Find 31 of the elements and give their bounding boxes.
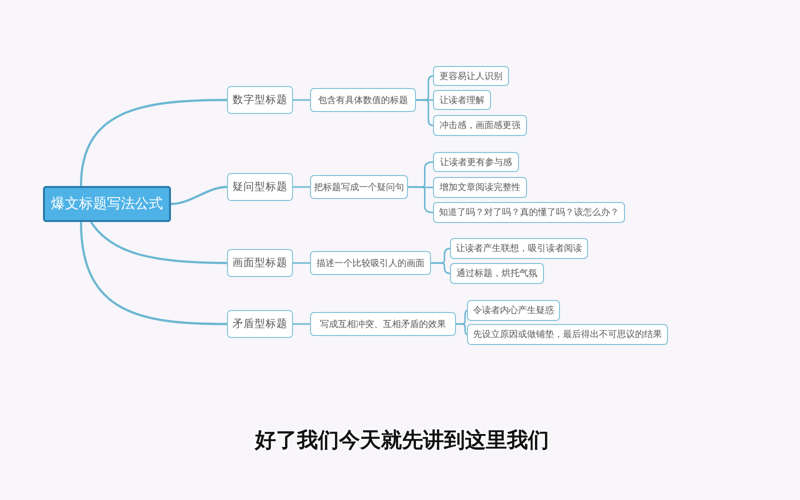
connector-line xyxy=(456,323,468,336)
connector-line xyxy=(80,98,228,186)
topic-box: 矛盾型标题 xyxy=(227,310,293,338)
central-topic-box: 爆文标题写法公式 xyxy=(43,186,171,222)
subtopic-box: 写成互相冲突、互相矛盾的效果 xyxy=(310,312,456,336)
connector-line xyxy=(416,99,434,126)
detail-box: 让读者更有参与感 xyxy=(433,152,519,172)
connector-line xyxy=(293,186,310,188)
connector-line xyxy=(90,221,228,264)
detail-box: 让读者理解 xyxy=(433,90,491,110)
subtopic-box: 包含有具体数值的标题 xyxy=(310,88,416,112)
subtitle-caption: 好了我们今天就先讲到这里我们 xyxy=(255,427,549,454)
detail-box: 冲击感，画面感更强 xyxy=(433,115,527,136)
detail-box: 增加文章阅读完整性 xyxy=(433,177,527,198)
connector-line xyxy=(293,323,310,325)
connector-line xyxy=(80,222,228,326)
detail-box: 让读者产生联想，吸引读者阅读 xyxy=(450,238,588,259)
subtopic-box: 描述一个比较吸引人的画面 xyxy=(310,251,431,275)
subtopic-box: 把标题写成一个疑问句 xyxy=(310,175,408,199)
connector-line xyxy=(293,99,310,101)
detail-box: 先设立原因或做铺垫，最后得出不可思议的结果 xyxy=(467,324,668,345)
connector-line xyxy=(170,186,228,206)
connector-line xyxy=(293,262,310,264)
detail-box: 令读者内心产生疑惑 xyxy=(467,300,560,321)
connector-line xyxy=(431,262,450,274)
topic-box: 疑问型标题 xyxy=(227,173,293,201)
detail-box: 更容易让人识别 xyxy=(433,66,509,86)
topic-box: 数字型标题 xyxy=(227,86,293,114)
detail-box: 知道了吗？对了吗？真的懂了吗？该怎么办？ xyxy=(433,202,625,223)
detail-box: 通过标题，烘托气氛 xyxy=(450,263,544,284)
topic-box: 画面型标题 xyxy=(227,249,293,277)
